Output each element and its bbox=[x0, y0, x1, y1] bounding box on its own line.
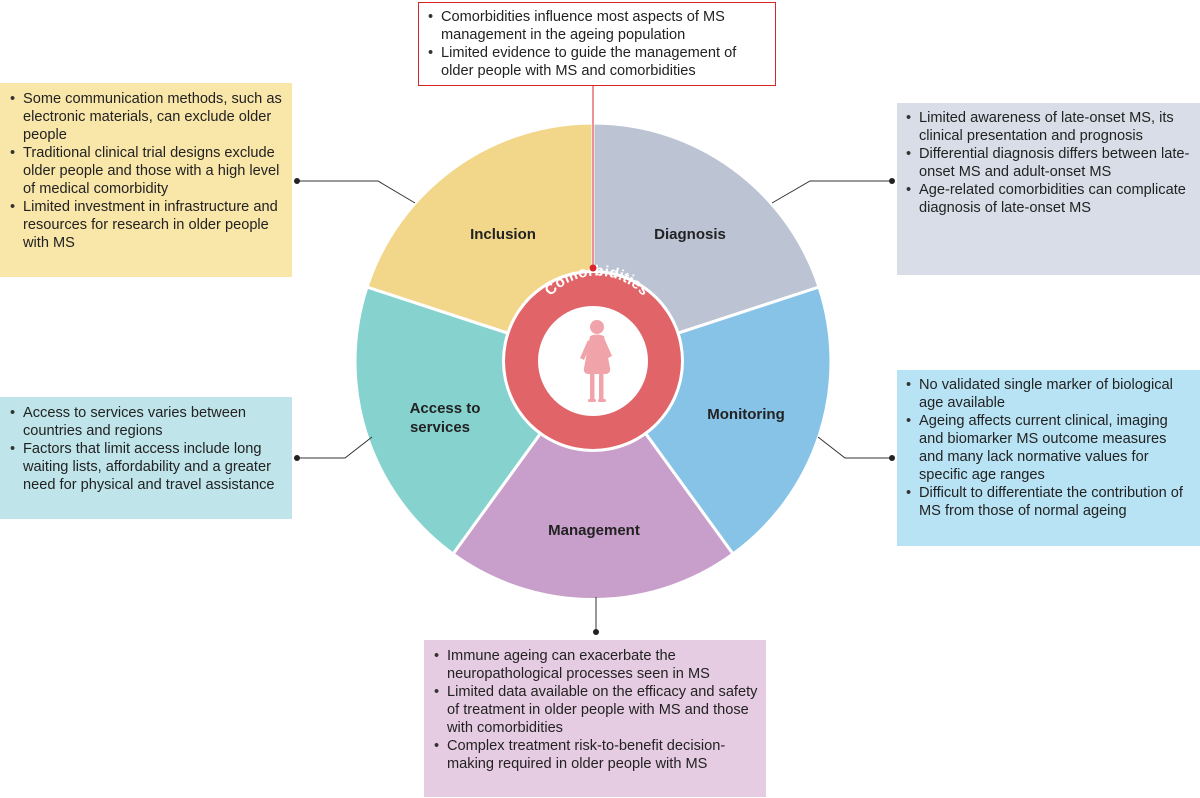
label-management: Management bbox=[548, 522, 640, 539]
bullet-item: Limited evidence to guide the management… bbox=[428, 44, 767, 80]
connector-access bbox=[297, 436, 373, 459]
box-diagnosis: Limited awareness of late-onset MS, its … bbox=[897, 103, 1200, 275]
label-diagnosis: Diagnosis bbox=[654, 226, 726, 243]
box-comorbidities: Comorbidities influence most aspects of … bbox=[418, 2, 776, 86]
bullet-item: Limited data available on the efficacy a… bbox=[434, 683, 760, 737]
bullet-item: No validated single marker of biological… bbox=[906, 376, 1194, 412]
bullet-item: Immune ageing can exacerbate the neuropa… bbox=[434, 647, 760, 683]
connector-dots bbox=[294, 178, 895, 635]
label-access-line1: Access to bbox=[410, 400, 481, 417]
label-monitoring: Monitoring bbox=[707, 406, 784, 423]
label-inclusion: Inclusion bbox=[470, 226, 536, 243]
bullet-item: Comorbidities influence most aspects of … bbox=[428, 8, 767, 44]
box-inclusion: Some communication methods, such as elec… bbox=[0, 83, 292, 277]
bullet-item: Traditional clinical trial designs exclu… bbox=[10, 144, 286, 198]
elderly-person-icon bbox=[580, 320, 612, 402]
bullet-item: Ageing affects current clinical, imaging… bbox=[906, 412, 1194, 484]
connector-monitoring bbox=[817, 436, 892, 459]
bullet-item: Limited awareness of late-onset MS, its … bbox=[906, 109, 1194, 145]
bullet-item: Differential diagnosis differs between l… bbox=[906, 145, 1194, 181]
box-management: Immune ageing can exacerbate the neuropa… bbox=[424, 640, 766, 797]
bullet-item: Some communication methods, such as elec… bbox=[10, 90, 286, 144]
bullet-item: Age-related comorbidities can complicate… bbox=[906, 181, 1194, 217]
segment-management bbox=[451, 359, 735, 602]
connector-inclusion bbox=[297, 180, 416, 204]
bullet-item: Complex treatment risk-to-benefit decisi… bbox=[434, 737, 760, 773]
box-monitoring: No validated single marker of biological… bbox=[897, 370, 1200, 546]
label-access-line2: services bbox=[410, 419, 470, 436]
box-access-to-services: Access to services varies between countr… bbox=[0, 397, 292, 519]
connectors bbox=[297, 86, 892, 632]
bullet-item: Access to services varies between countr… bbox=[10, 404, 286, 440]
bullet-item: Factors that limit access include long w… bbox=[10, 440, 286, 494]
connector-diagnosis bbox=[771, 180, 892, 204]
bullet-item: Limited investment in infrastructure and… bbox=[10, 198, 286, 252]
bullet-item: Difficult to differentiate the contribut… bbox=[906, 484, 1194, 520]
